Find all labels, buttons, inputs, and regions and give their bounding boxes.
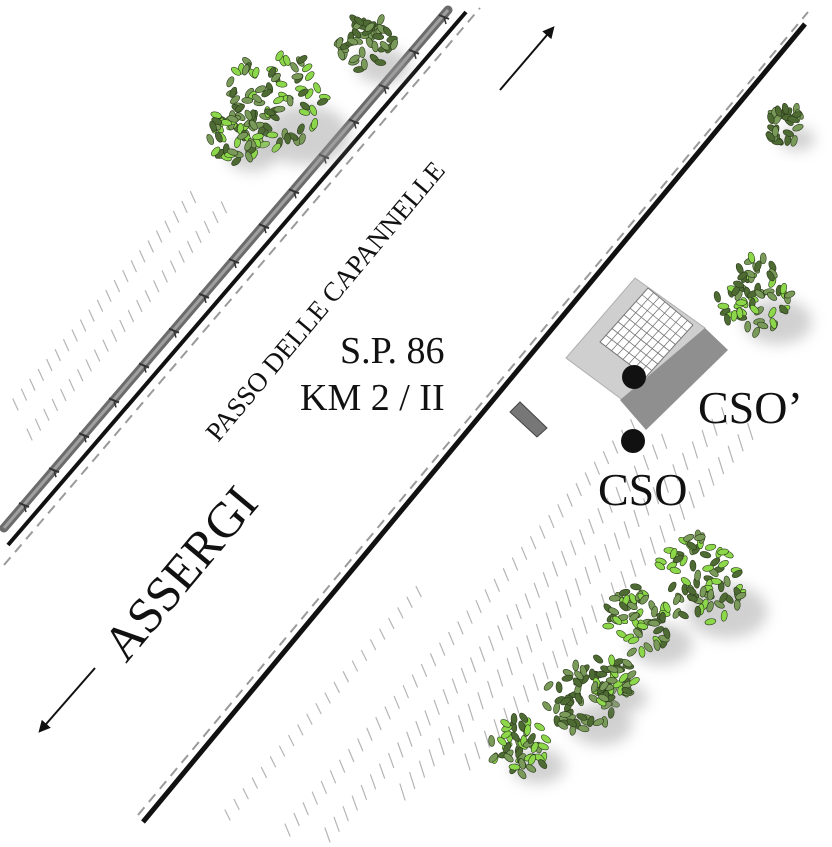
road-sign-block xyxy=(509,401,548,438)
verge-markings xyxy=(12,190,754,843)
sensor-point-icon xyxy=(622,365,646,389)
direction-arrow-icon xyxy=(38,667,96,733)
station-label-cso-prime: CSO’ xyxy=(698,382,803,433)
trees xyxy=(206,14,815,784)
road-edge-solid xyxy=(141,22,807,824)
station-label-cso: CSO xyxy=(598,464,687,515)
road-edge-dashed-left xyxy=(3,7,481,566)
road-km-label: KM 2 / II xyxy=(300,377,445,419)
direction-arrow-icon xyxy=(499,26,555,91)
road-edge-dashed-right xyxy=(137,11,809,816)
sensor-point-icon xyxy=(621,429,645,453)
road-code-label: S.P. 86 xyxy=(340,330,445,372)
direction-label: ASSERGI xyxy=(92,475,269,671)
guardrail xyxy=(0,5,468,547)
